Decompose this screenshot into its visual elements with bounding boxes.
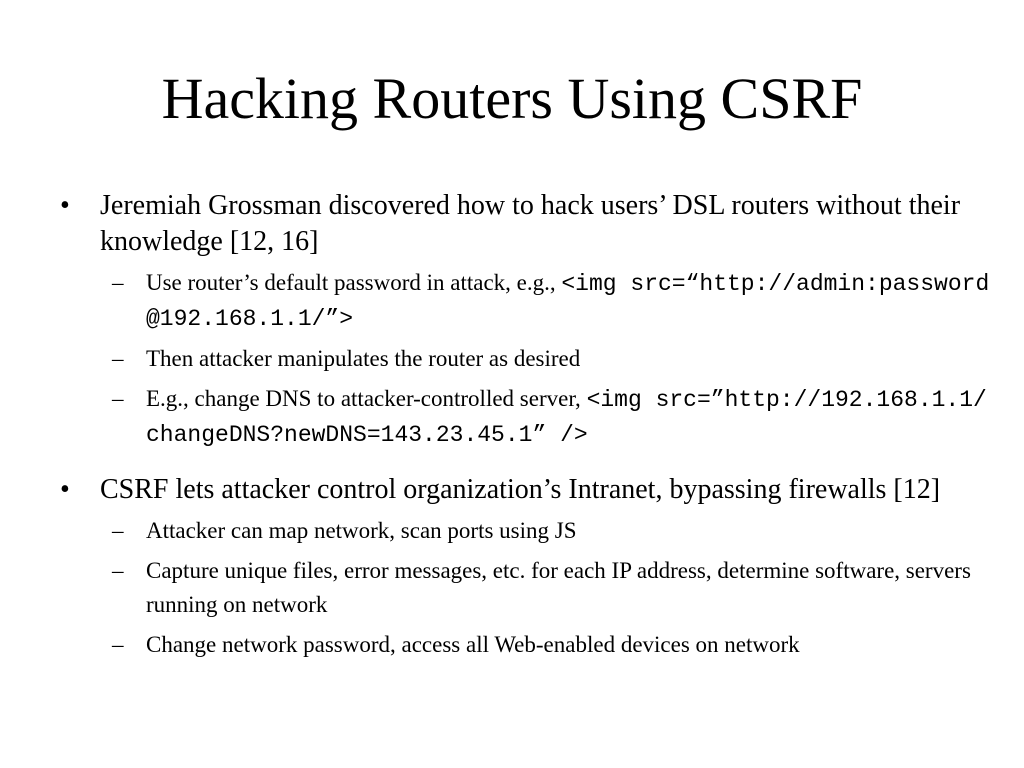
code-snippet: <img src=“http://admin:password@192.168.…	[146, 271, 990, 332]
sub-bullet-point: – Capture unique files, error messages, …	[100, 554, 998, 622]
dash-marker: –	[112, 346, 124, 371]
sub-bullet-point: – E.g., change DNS to attacker-controlle…	[100, 382, 998, 452]
dash-marker: –	[112, 386, 124, 411]
sub-bullet-text: Change network password, access all Web-…	[146, 632, 800, 657]
slide-content: • Jeremiah Grossman discovered how to ha…	[58, 188, 998, 668]
dash-marker: –	[112, 558, 124, 583]
sub-bullet-point: – Attacker can map network, scan ports u…	[100, 514, 998, 548]
bullet-point: • CSRF lets attacker control organizatio…	[58, 472, 998, 508]
sub-bullet-point: – Change network password, access all We…	[100, 628, 998, 662]
bullet-marker: •	[60, 474, 70, 505]
dash-marker: –	[112, 518, 124, 543]
bullet-marker: •	[60, 190, 70, 221]
sub-bullet-text: Capture unique files, error messages, et…	[146, 558, 971, 617]
sub-bullet-text: Use router’s default password in attack,…	[146, 270, 562, 295]
sub-bullet-text: E.g., change DNS to attacker-controlled …	[146, 386, 587, 411]
dash-marker: –	[112, 270, 124, 295]
code-snippet: <img src=”http://192.168.1.1/changeDNS?n…	[146, 387, 987, 448]
sub-bullet-point: – Then attacker manipulates the router a…	[100, 342, 998, 376]
sub-bullet-point: – Use router’s default password in attac…	[100, 266, 998, 336]
bullet-point: • Jeremiah Grossman discovered how to ha…	[58, 188, 998, 260]
dash-marker: –	[112, 632, 124, 657]
bullet-text: CSRF lets attacker control organization’…	[100, 474, 941, 505]
spacer	[58, 458, 998, 472]
sub-bullet-text: Attacker can map network, scan ports usi…	[146, 518, 577, 543]
sub-bullet-text: Then attacker manipulates the router as …	[146, 346, 581, 371]
bullet-text: Jeremiah Grossman discovered how to hack…	[100, 190, 961, 257]
slide-title: Hacking Routers Using CSRF	[161, 66, 863, 131]
